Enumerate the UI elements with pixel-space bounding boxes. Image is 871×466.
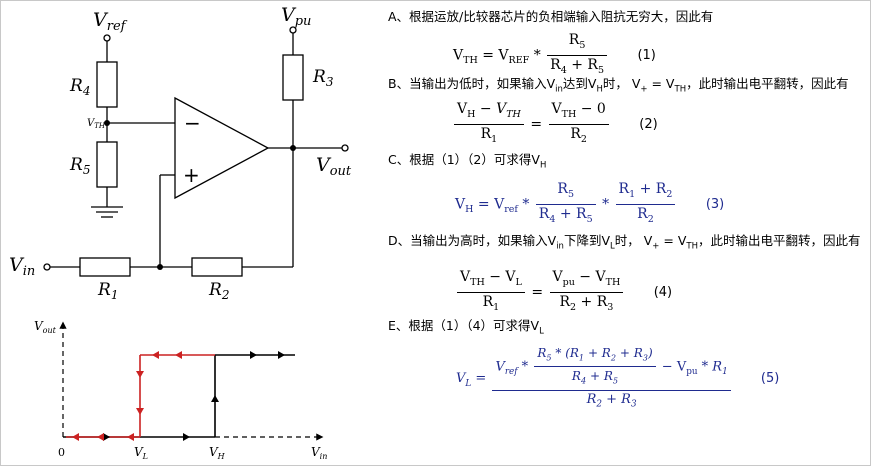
op-amp-triangle xyxy=(174,96,270,200)
vh-tick-label: VH xyxy=(209,445,226,461)
vref-label: Vref xyxy=(93,9,128,34)
vout-terminal xyxy=(341,144,349,152)
step-c-text: C、根据（1）（2）可求得VH xyxy=(388,152,547,171)
comparator-circuit: Vref Vpu R3 R4 R5 VTH Vout Vin R1 R2 − + xyxy=(9,4,352,302)
vin-label: Vin xyxy=(9,254,35,279)
r3-label: R3 xyxy=(312,67,334,89)
step-b-text: B、当输出为低时，如果输入Vin达到VH时， V+ = VTH，此时输出电平翻转… xyxy=(388,76,849,95)
falling-arrows xyxy=(72,351,182,441)
falling-path xyxy=(66,354,215,438)
r1-label: R1 xyxy=(97,280,118,302)
noninverting-sign: + xyxy=(183,163,200,187)
output-node-dot xyxy=(290,145,296,151)
r2-label: R2 xyxy=(208,280,229,302)
step-a-text: A、根据运放/比较器芯片的负相端输入阻抗无穷大，因此有 xyxy=(388,9,714,24)
rising-arrows xyxy=(103,351,285,441)
vth-label: VTH xyxy=(87,118,106,130)
vl-tick-label: VL xyxy=(134,445,148,461)
origin-label: 0 xyxy=(58,446,65,459)
y-axis-label: Vout xyxy=(34,319,57,335)
r4-label: R4 xyxy=(69,76,90,98)
feedback-node-dot xyxy=(157,264,163,270)
vout-label: Vout xyxy=(316,154,352,179)
vpu-label: Vpu xyxy=(281,4,311,29)
x-axis-label: Vin xyxy=(311,445,327,461)
inverting-sign: − xyxy=(184,111,201,135)
vth-node-dot xyxy=(104,120,110,126)
equation-5: VL = Vref * R5 * (R1 + R2 + R3)R4 + R5 −… xyxy=(456,346,780,410)
step-d-text: D、当输出为高时，如果输入Vin下降到VL时， V+ = VTH，此时输出电平翻… xyxy=(388,233,861,252)
step-e-text: E、根据（1）（4）可求得VL xyxy=(388,318,544,337)
ground-icon xyxy=(91,206,123,218)
r5-label: R5 xyxy=(69,155,90,177)
hysteresis-plot: Vout Vin VL VH 0 xyxy=(34,319,327,461)
